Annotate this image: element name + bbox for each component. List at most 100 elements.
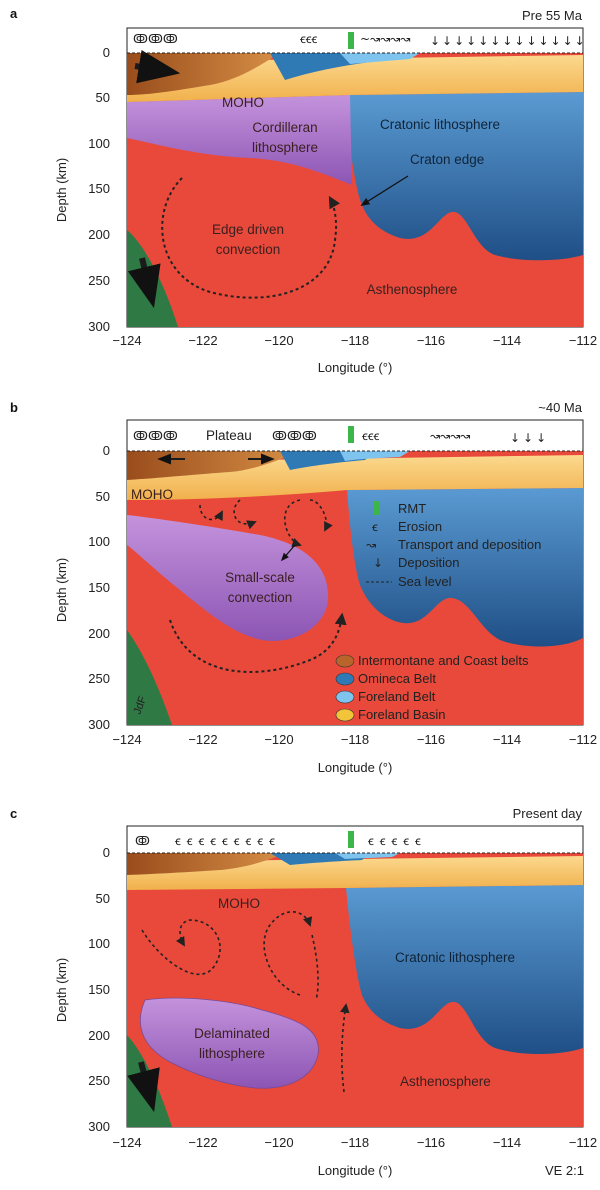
legend-label: Transport and deposition bbox=[398, 537, 541, 552]
x-tick-label: −112 bbox=[569, 1135, 597, 1150]
x-axis-label: Longitude (°) bbox=[318, 1163, 393, 1178]
panel-c: c Present day ↂ ꞓꞓꞓꞓꞓꞓꞓꞓꞓ ꞓꞓꞓꞓꞓ MOHO Cra… bbox=[10, 806, 597, 1178]
x-tick-label: −116 bbox=[417, 333, 445, 348]
subducting-slab bbox=[127, 630, 172, 725]
y-axis: 0 50 100 150 200 250 300 Depth (km) bbox=[54, 45, 110, 334]
y-tick-label: 150 bbox=[88, 580, 110, 595]
y-tick-label: 300 bbox=[88, 319, 110, 334]
y-tick-label: 250 bbox=[88, 1073, 110, 1088]
legend-label: Sea level bbox=[398, 574, 452, 589]
legend-label: Foreland Belt bbox=[358, 689, 436, 704]
time-label: Present day bbox=[513, 806, 583, 821]
erosion-swirl-icon: ↂↂↂ bbox=[133, 429, 178, 443]
convection-arrow bbox=[199, 504, 223, 522]
convection-pointer bbox=[280, 544, 296, 562]
erosion-swirl-icon: ↂↂↂ bbox=[272, 429, 317, 443]
cordilleran-lithosphere bbox=[127, 95, 352, 185]
y-tick-label: 100 bbox=[88, 136, 110, 151]
panel-letter: b bbox=[10, 400, 18, 415]
delaminated-label: lithosphere bbox=[199, 1046, 265, 1061]
erosion-swirl-icon: ꞓꞓꞓ bbox=[362, 429, 380, 443]
y-tick-label: 300 bbox=[88, 1119, 110, 1134]
y-tick-label: 50 bbox=[96, 489, 110, 504]
y-axis-label: Depth (km) bbox=[54, 958, 69, 1022]
y-tick-label: 50 bbox=[96, 90, 110, 105]
rmt-marker bbox=[348, 32, 354, 49]
foreland-belt bbox=[335, 853, 400, 859]
y-tick-label: 100 bbox=[88, 936, 110, 951]
panel-letter: c bbox=[10, 806, 17, 821]
legend-label: Deposition bbox=[398, 555, 459, 570]
symbol-legend: RMT ꞓ Erosion ↝ Transport and deposition… bbox=[366, 501, 541, 589]
cratonic-lithosphere bbox=[347, 488, 583, 647]
legend-label: Foreland Basin bbox=[358, 707, 445, 722]
x-axis: −124 −122 −120 −118 −116 −114 −112 Longi… bbox=[112, 732, 597, 775]
convection-arrow bbox=[309, 499, 333, 532]
x-axis-label: Longitude (°) bbox=[318, 360, 393, 375]
slab-arrow bbox=[127, 1061, 160, 1113]
down-arrow-icon: ↓ bbox=[373, 556, 383, 570]
y-tick-label: 200 bbox=[88, 227, 110, 242]
asthenosphere-label: Asthenosphere bbox=[400, 1074, 491, 1089]
x-tick-label: −120 bbox=[264, 333, 293, 348]
convection-label: Edge driven bbox=[212, 222, 284, 237]
moho-label: MOHO bbox=[131, 487, 173, 502]
x-tick-label: −114 bbox=[493, 333, 521, 348]
y-tick-label: 300 bbox=[88, 717, 110, 732]
convection-label: convection bbox=[228, 590, 293, 605]
convection-arrow bbox=[233, 499, 257, 530]
asthenosphere-label: Asthenosphere bbox=[367, 282, 458, 297]
legend-label: Erosion bbox=[398, 519, 442, 534]
y-tick-label: 200 bbox=[88, 626, 110, 641]
x-tick-label: −122 bbox=[188, 1135, 217, 1150]
convection-label: Small-scale bbox=[225, 570, 295, 585]
y-tick-label: 100 bbox=[88, 534, 110, 549]
x-tick-label: −116 bbox=[417, 732, 445, 747]
x-axis-label: Longitude (°) bbox=[318, 760, 393, 775]
y-tick-label: 200 bbox=[88, 1028, 110, 1043]
x-tick-label: −118 bbox=[341, 732, 369, 747]
panel-a: a Pre 55 Ma ↂↂↂ ꞓꞓꞓ ~↝↝↝↝ ↓↓↓↓↓↓↓↓↓↓↓↓↓ bbox=[10, 6, 597, 375]
convection-arrow bbox=[169, 612, 347, 673]
belt-swatch bbox=[335, 672, 355, 686]
time-label: ~40 Ma bbox=[538, 400, 582, 415]
cordilleran-label: lithosphere bbox=[252, 140, 318, 155]
down-arrow-icon: ↓↓↓↓↓↓↓↓↓↓↓↓↓ bbox=[430, 34, 587, 48]
y-tick-label: 250 bbox=[88, 671, 110, 686]
time-label: Pre 55 Ma bbox=[522, 8, 583, 23]
slab-arrow bbox=[127, 257, 161, 309]
x-tick-label: −118 bbox=[341, 333, 369, 348]
y-axis: 0 50 100 150 200 250 300 Depth (km) bbox=[54, 845, 110, 1134]
y-tick-label: 150 bbox=[88, 982, 110, 997]
y-axis-label: Depth (km) bbox=[54, 158, 69, 222]
cordilleran-lithosphere bbox=[127, 515, 329, 641]
vertical-exaggeration-label: VE 2:1 bbox=[545, 1163, 584, 1178]
legend-label: Intermontane and Coast belts bbox=[358, 653, 529, 668]
cratonic-lithosphere bbox=[346, 885, 583, 1054]
erosion-swirl-icon: ꞓꞓꞓ bbox=[300, 32, 318, 46]
belt-swatch bbox=[335, 654, 355, 668]
upwelling-arrow bbox=[340, 1003, 350, 1093]
y-tick-label: 250 bbox=[88, 273, 110, 288]
belt-legend: Intermontane and Coast belts Omineca Bel… bbox=[335, 653, 529, 722]
erosion-swirl-icon: ↂↂↂ bbox=[133, 32, 178, 46]
x-tick-label: −122 bbox=[188, 333, 217, 348]
x-axis: −124 −122 −120 −118 −116 −114 −112 Longi… bbox=[112, 1135, 597, 1178]
belt-swatch bbox=[335, 690, 355, 704]
x-tick-label: −120 bbox=[264, 732, 293, 747]
intermontane-belt bbox=[127, 853, 285, 875]
plate-motion-arrow bbox=[134, 50, 181, 84]
x-tick-label: −124 bbox=[112, 1135, 141, 1150]
rmt-marker bbox=[348, 426, 354, 443]
convection-arrow bbox=[311, 934, 319, 1001]
y-tick-label: 50 bbox=[96, 891, 110, 906]
panel-b: b ~40 Ma JdF ↂↂↂ Plateau ↂↂↂ ꞓꞓꞓ bbox=[10, 400, 597, 775]
down-arrow-icon: ↓↓↓ bbox=[510, 431, 549, 445]
cratonic-lithosphere bbox=[350, 92, 583, 261]
transport-arrow-icon: ↝↝↝↝ bbox=[430, 429, 470, 443]
panel-letter: a bbox=[10, 6, 18, 21]
x-tick-label: −112 bbox=[569, 333, 597, 348]
x-tick-label: −112 bbox=[569, 732, 597, 747]
y-tick-label: 0 bbox=[103, 845, 110, 860]
